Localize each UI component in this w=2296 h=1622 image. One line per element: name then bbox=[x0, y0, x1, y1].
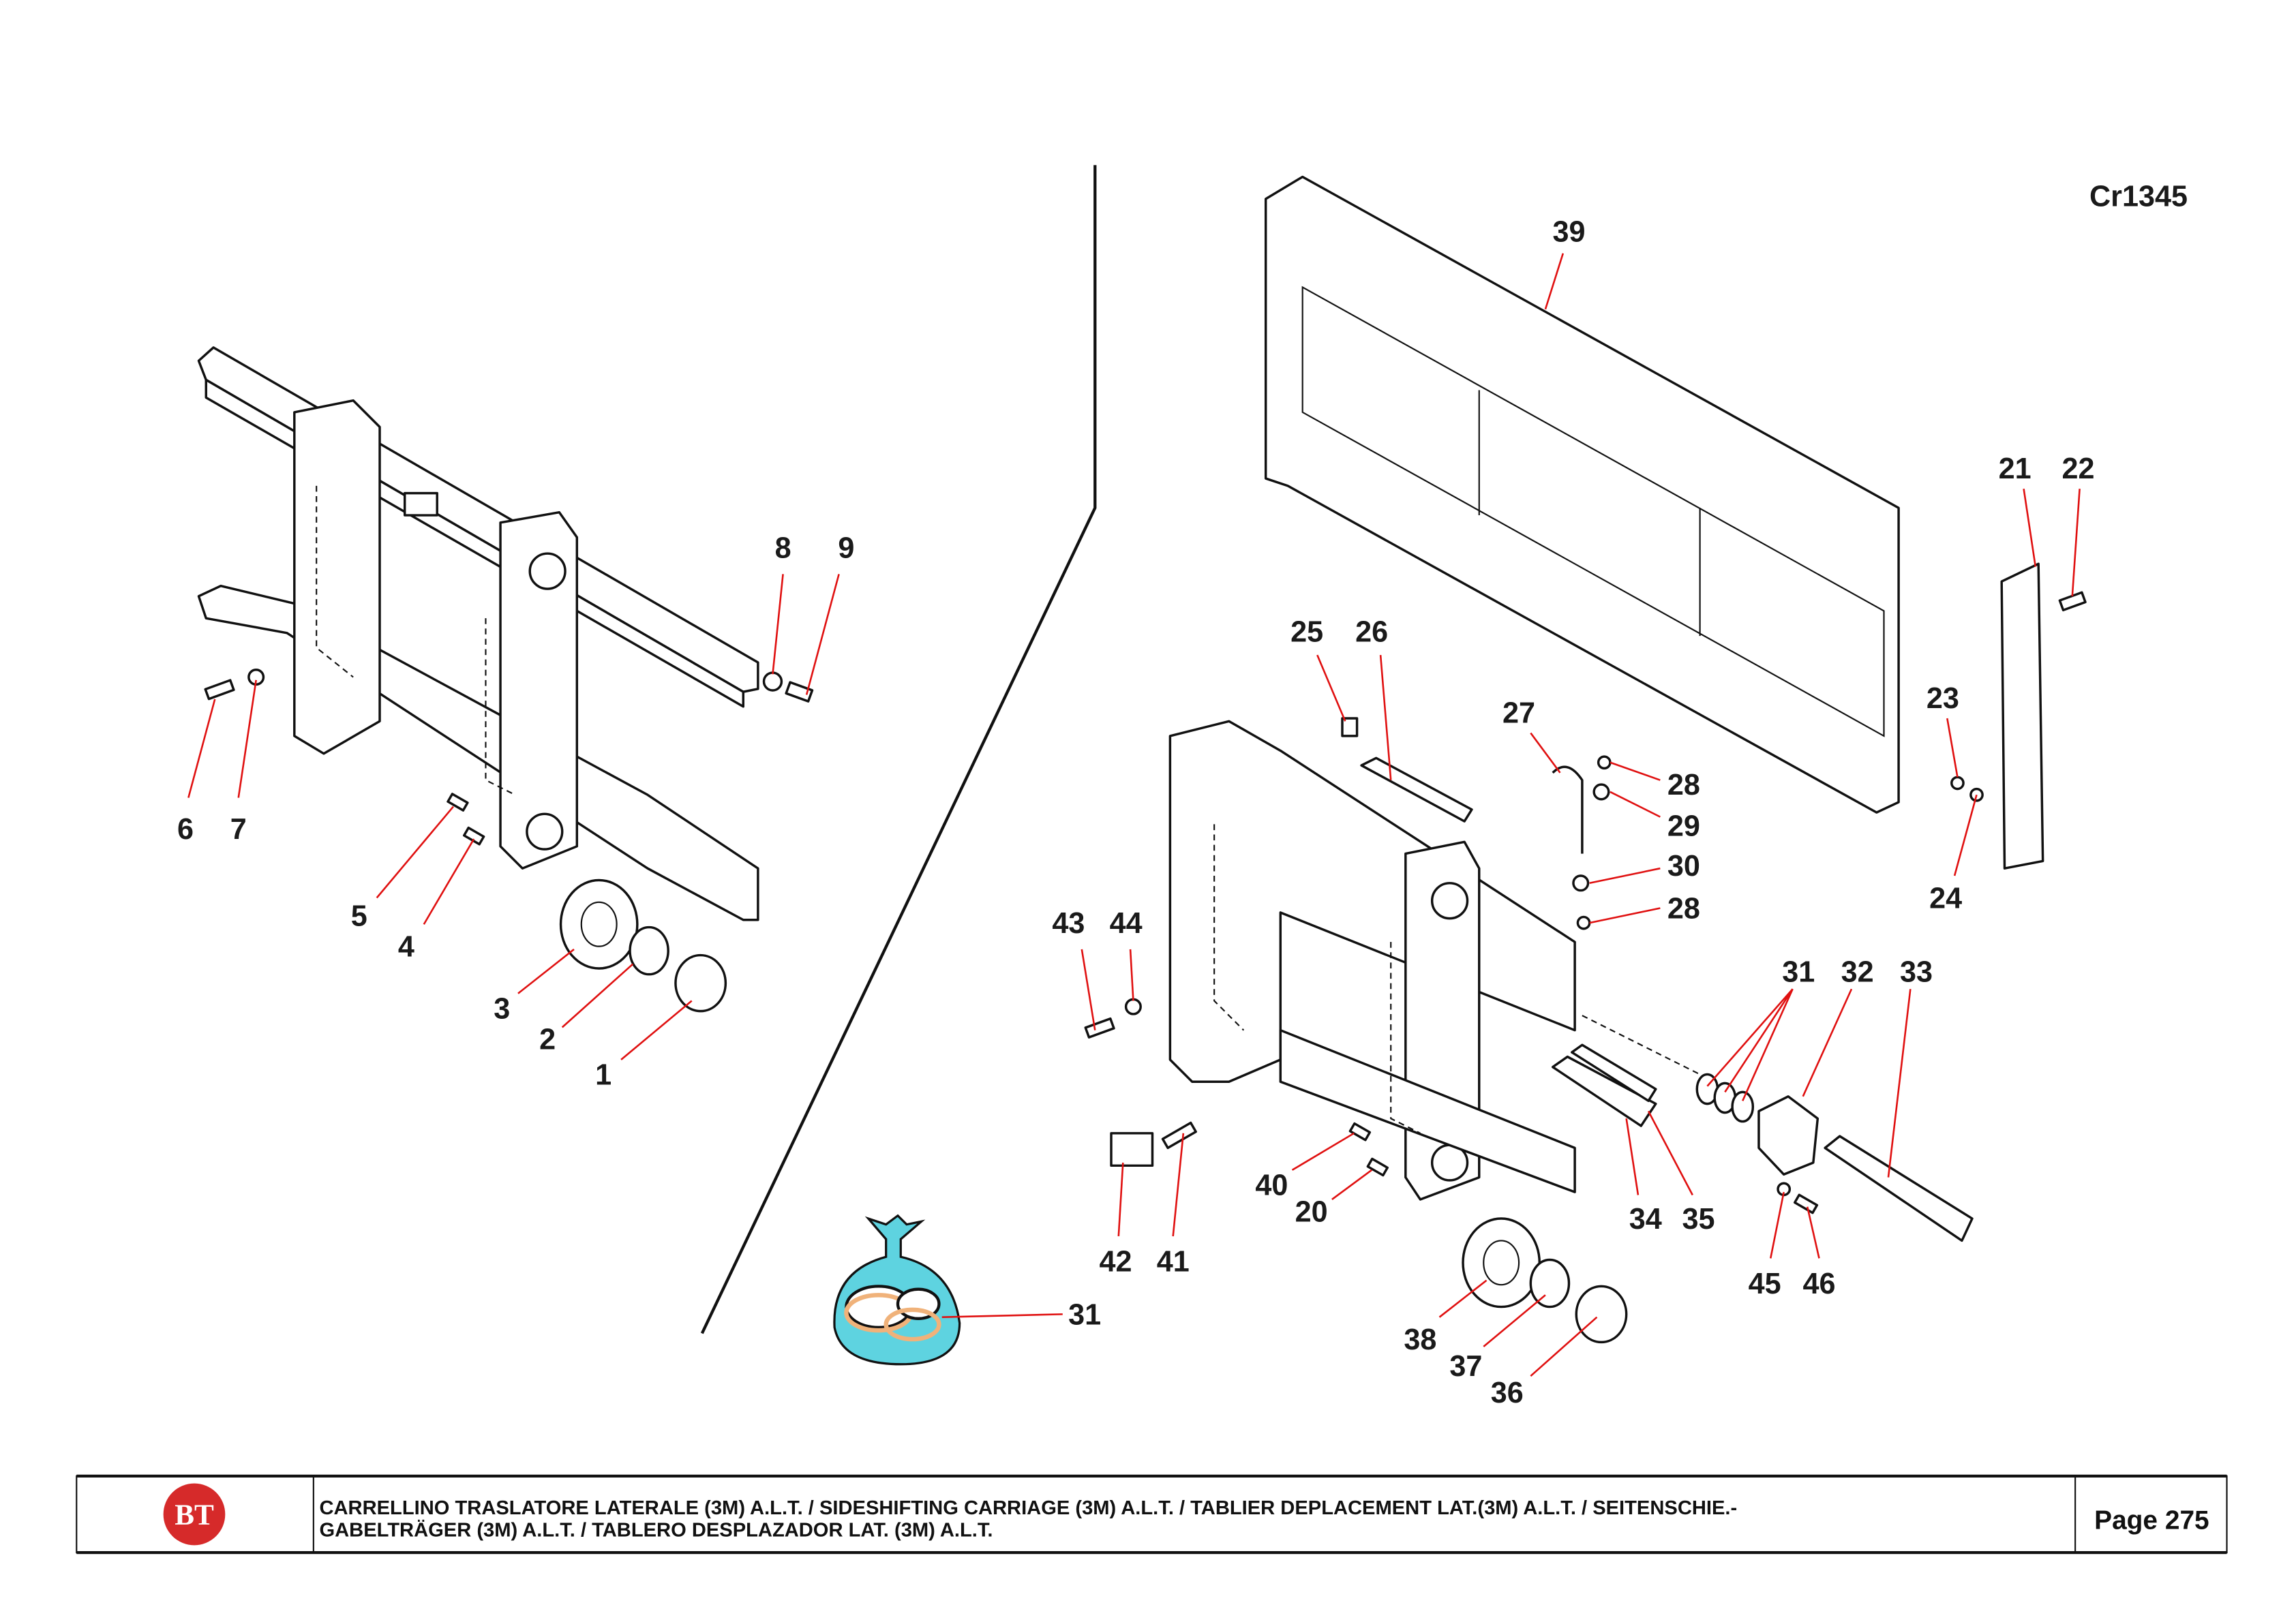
svg-text:BT: BT bbox=[175, 1499, 214, 1531]
callout-30: 30 bbox=[1667, 850, 1700, 883]
leader-line bbox=[1316, 654, 1346, 722]
callout-9: 9 bbox=[838, 532, 854, 565]
callout-41: 41 bbox=[1157, 1246, 1190, 1279]
title-line-1: CARRELLINO TRASLATORE LATERALE (3M) A.L.… bbox=[319, 1497, 1737, 1519]
callout-39: 39 bbox=[1552, 215, 1585, 248]
callout-37: 37 bbox=[1449, 1350, 1482, 1383]
page-number: Page 275 bbox=[2094, 1506, 2209, 1535]
callout-33: 33 bbox=[1900, 955, 1933, 988]
leader-line bbox=[1647, 1110, 1693, 1196]
callout-23: 23 bbox=[1927, 682, 1959, 715]
leader-line bbox=[1946, 718, 1959, 778]
leader-line bbox=[423, 838, 475, 925]
leader-line bbox=[1331, 1169, 1372, 1201]
title-line-2: GABELTRÄGER (3M) A.L.T. / TABLERO DESPLA… bbox=[319, 1518, 993, 1541]
bt-logo: BT bbox=[163, 1483, 226, 1546]
callout-43: 43 bbox=[1052, 907, 1085, 940]
leader-line bbox=[1706, 988, 1794, 1087]
leader-line bbox=[620, 1000, 693, 1060]
leader-line bbox=[1172, 1133, 1185, 1237]
callout-21: 21 bbox=[1999, 453, 2031, 485]
callout-5: 5 bbox=[351, 900, 367, 932]
callout-1: 1 bbox=[595, 1059, 611, 1092]
leader-line bbox=[1544, 253, 1565, 310]
leader-line bbox=[187, 699, 216, 798]
callout-20: 20 bbox=[1295, 1195, 1328, 1228]
callout-44: 44 bbox=[1110, 907, 1143, 940]
leader-line bbox=[1117, 1162, 1124, 1237]
callout-24: 24 bbox=[1929, 882, 1962, 915]
leader-line bbox=[1379, 655, 1392, 780]
leader-line bbox=[561, 963, 634, 1028]
leader-line bbox=[1589, 867, 1661, 885]
title-block: BT CARRELLINO TRASLATORE LATERALE (3M) A… bbox=[76, 1474, 2228, 1555]
callout-25: 25 bbox=[1290, 616, 1323, 649]
leader-line bbox=[1530, 1316, 1598, 1377]
leader-line bbox=[517, 948, 575, 994]
callout-6: 6 bbox=[177, 813, 194, 846]
leader-line bbox=[2071, 489, 2081, 596]
callout-22: 22 bbox=[2061, 453, 2094, 485]
callout-34: 34 bbox=[1629, 1203, 1662, 1236]
callout-27: 27 bbox=[1502, 697, 1535, 729]
leader-line bbox=[1291, 1132, 1355, 1171]
view-divider bbox=[700, 165, 1097, 1334]
leader-line bbox=[772, 574, 784, 675]
callout-40: 40 bbox=[1255, 1169, 1288, 1202]
callout-26: 26 bbox=[1355, 616, 1388, 649]
drawing-code: Cr1345 bbox=[2089, 181, 2188, 213]
leader-line bbox=[2023, 488, 2037, 567]
leader-line bbox=[1530, 732, 1561, 774]
callout-28: 28 bbox=[1667, 769, 1700, 801]
leader-line bbox=[1742, 988, 1794, 1101]
callout-4: 4 bbox=[398, 931, 414, 964]
leader-line bbox=[1806, 1206, 1820, 1259]
callout-45: 45 bbox=[1749, 1268, 1781, 1300]
seal-kit-bag-icon bbox=[833, 1214, 961, 1366]
leader-line bbox=[376, 806, 454, 899]
callout-29: 29 bbox=[1667, 810, 1700, 843]
exploded-carriage-drawing bbox=[1084, 175, 2087, 1344]
leader-line bbox=[1953, 794, 1978, 876]
leader-line bbox=[1769, 1191, 1785, 1259]
callout-35: 35 bbox=[1682, 1203, 1715, 1236]
leader-line bbox=[1802, 988, 1853, 1097]
callout-31: 31 bbox=[1068, 1298, 1101, 1331]
callout-31: 31 bbox=[1782, 955, 1815, 988]
leader-line bbox=[1438, 1279, 1487, 1318]
leader-line bbox=[1887, 989, 1912, 1178]
leader-line bbox=[1129, 949, 1134, 1001]
leader-line bbox=[1610, 761, 1661, 781]
callout-42: 42 bbox=[1099, 1246, 1132, 1279]
leader-line bbox=[1081, 949, 1096, 1030]
callout-7: 7 bbox=[230, 813, 247, 846]
leader-line bbox=[1610, 791, 1661, 818]
callout-8: 8 bbox=[775, 532, 791, 565]
assembled-carriage-drawing bbox=[197, 346, 814, 1013]
leader-line bbox=[1625, 1118, 1640, 1195]
leader-line bbox=[1724, 988, 1794, 1093]
callout-36: 36 bbox=[1491, 1377, 1524, 1409]
callout-3: 3 bbox=[494, 992, 510, 1025]
leader-line bbox=[805, 574, 840, 695]
callout-46: 46 bbox=[1802, 1268, 1835, 1300]
callout-32: 32 bbox=[1841, 955, 1874, 988]
leader-line bbox=[1483, 1294, 1546, 1347]
leader-line bbox=[941, 1313, 1063, 1318]
callout-28: 28 bbox=[1667, 893, 1700, 925]
leader-line bbox=[1589, 907, 1661, 924]
callout-38: 38 bbox=[1404, 1323, 1436, 1356]
callout-2: 2 bbox=[539, 1024, 556, 1056]
leader-line bbox=[237, 679, 257, 798]
